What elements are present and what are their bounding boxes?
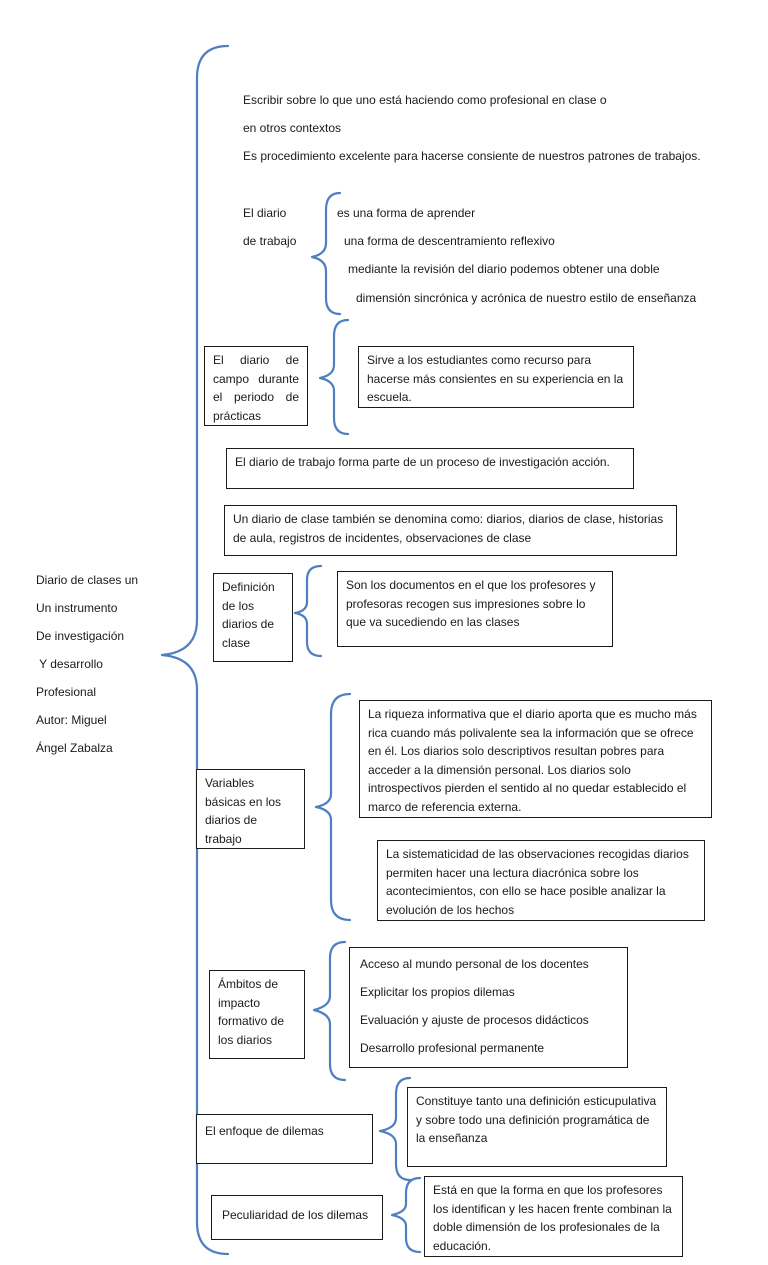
diario-trabajo-label-1: El diario [243,206,287,220]
ambitos-item: Acceso al mundo personal de los docentes [360,957,589,971]
diario-campo-label-box: El diario de campo durante el periodo de… [204,346,308,426]
enfoque-detail: Constituye tanto una definición esticupu… [416,1094,657,1145]
diario-trabajo-item: mediante la revisión del diario podemos … [348,262,660,276]
diario-campo-brace [318,318,350,436]
main-topic-line: Ángel Zabalza [36,741,113,755]
diario-trabajo-item: es una forma de aprender [337,206,476,220]
main-topic: Diario de clases un Un instrumento De in… [36,566,138,762]
enfoque-detail-box: Constituye tanto una definición esticupu… [407,1087,667,1167]
variables-brace [314,692,352,922]
ambitos-items-box: Acceso al mundo personal de los docentes… [349,947,628,1068]
ambitos-label-box: Ámbitos de impacto formativo de los diar… [209,970,305,1059]
enfoque-brace [378,1076,412,1182]
ambitos-item: Evaluación y ajuste de procesos didáctic… [360,1013,589,1027]
enfoque-label: El enfoque de dilemas [205,1124,324,1138]
variables-detail-2-box: La sistematicidad de las observaciones r… [377,840,705,921]
definicion-brace [293,564,323,658]
peculiaridad-brace [390,1176,422,1254]
main-topic-line: Profesional [36,685,97,699]
peculiaridad-detail-box: Está en que la forma en que los profesor… [424,1176,683,1257]
denominacion-box: Un diario de clase también se denomina c… [224,505,677,556]
main-topic-line: Y desarrollo [36,657,103,671]
main-topic-line: Un instrumento [36,601,118,615]
intro-line-2: en otros contextos [243,121,342,135]
variables-detail-1-box: La riqueza informativa que el diario apo… [359,700,712,818]
investigacion-text: El diario de trabajo forma parte de un p… [235,455,610,469]
peculiaridad-label: Peculiaridad de los dilemas [222,1208,369,1222]
definicion-label-box: Definición de los diarios de clase [213,573,293,662]
main-topic-line: Diario de clases un [36,573,139,587]
definicion-label: Definición de los diarios de clase [222,580,275,650]
variables-detail-1: La riqueza informativa que el diario apo… [368,707,697,814]
peculiaridad-detail: Está en que la forma en que los profesor… [433,1183,672,1253]
denominacion-text: Un diario de clase también se denomina c… [233,512,664,545]
ambitos-item: Desarrollo profesional permanente [360,1041,545,1055]
diario-trabajo-brace [310,191,342,316]
diario-campo-label: El diario de campo durante el periodo de… [213,353,299,423]
variables-detail-2: La sistematicidad de las observaciones r… [386,847,689,917]
intro-line-1: Escribir sobre lo que uno está haciendo … [243,93,607,107]
variables-label-box: Variables básicas en los diarios de trab… [196,769,305,849]
diario-trabajo-label-2: de trabajo [243,234,297,248]
diario-campo-detail: Sirve a los estudiantes como recurso par… [367,353,624,404]
ambitos-label: Ámbitos de impacto formativo de los diar… [218,977,285,1047]
main-topic-line: Autor: Miguel [36,713,107,727]
main-topic-line: De investigación [36,629,125,643]
ambitos-brace [312,940,347,1082]
definicion-detail: Son los documentos en el que los profeso… [346,578,596,629]
enfoque-label-box: El enfoque de dilemas [196,1114,373,1164]
ambitos-item: Explicitar los propios dilemas [360,985,515,999]
diario-campo-detail-box: Sirve a los estudiantes como recurso par… [358,346,634,408]
variables-label: Variables básicas en los diarios de trab… [205,776,282,846]
diario-trabajo-item: una forma de descentramiento reflexivo [344,234,555,248]
intro-line-3: Es procedimiento excelente para hacerse … [243,149,701,163]
investigacion-box: El diario de trabajo forma parte de un p… [226,448,634,489]
diario-trabajo-item: dimensión sincrónica y acrónica de nuest… [356,291,697,305]
definicion-detail-box: Son los documentos en el que los profeso… [337,571,613,647]
peculiaridad-label-box: Peculiaridad de los dilemas [211,1195,383,1240]
